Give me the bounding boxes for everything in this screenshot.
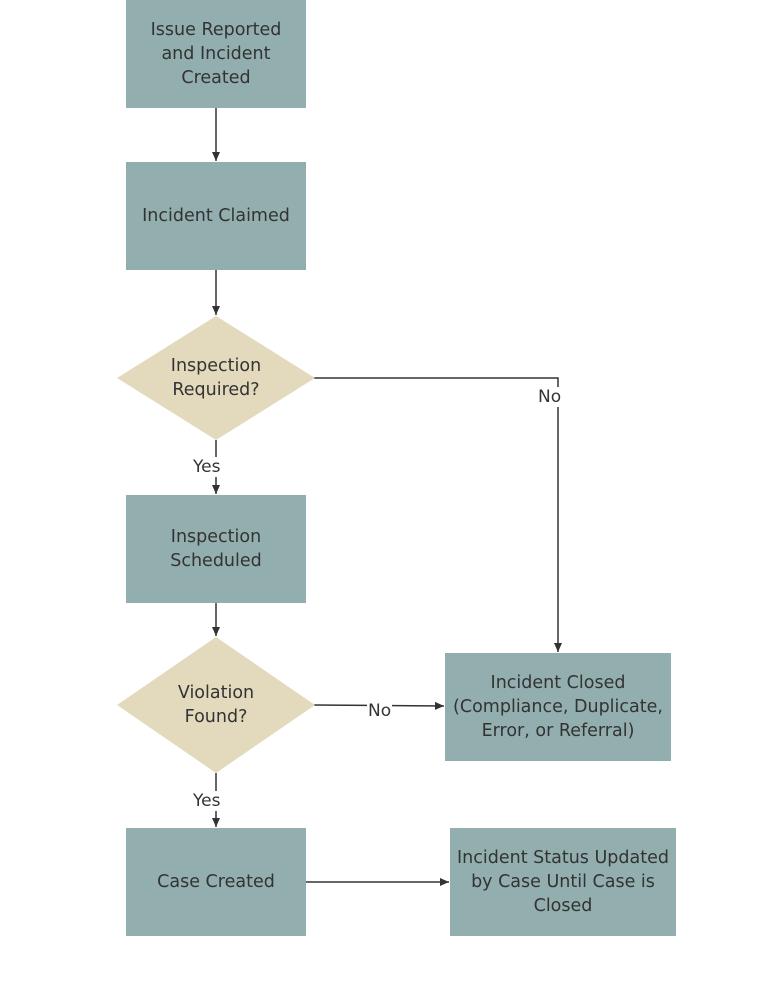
violation-no-label: No [367,701,393,721]
inspection-required-label: Inspection Required? [170,356,262,400]
edge-inspection-no [313,377,562,652]
inspection-required-diamond [117,316,315,440]
incident-closed-label: Incident Closed (Compliance, Duplicate, … [453,673,663,741]
status-updated-box: Incident Status Updated by Case Until Ca… [450,828,676,936]
inspection-scheduled-box: Inspection Scheduled [126,495,306,603]
incident-claimed-box: Incident Claimed [126,162,306,270]
status-updated-label: Incident Status Updated by Case Until Ca… [457,848,669,916]
issue-reported-box: Issue Reported and Incident Created [126,0,306,108]
inspection-scheduled-label: Inspection Scheduled [170,527,262,571]
inspection-yes-label: Yes [192,457,222,477]
violation-yes-label: Yes [192,791,222,811]
incident-closed-box: Incident Closed (Compliance, Duplicate, … [445,653,671,761]
case-created-box: Case Created [126,828,306,936]
issue-reported-label: Issue Reported and Incident Created [150,20,282,88]
inspection-no-label: No [537,387,563,407]
incident-claimed-label: Incident Claimed [142,206,290,226]
violation-found-label: Violation Found? [177,683,255,727]
case-created-label: Case Created [157,872,275,892]
violation-found-diamond [117,637,315,773]
